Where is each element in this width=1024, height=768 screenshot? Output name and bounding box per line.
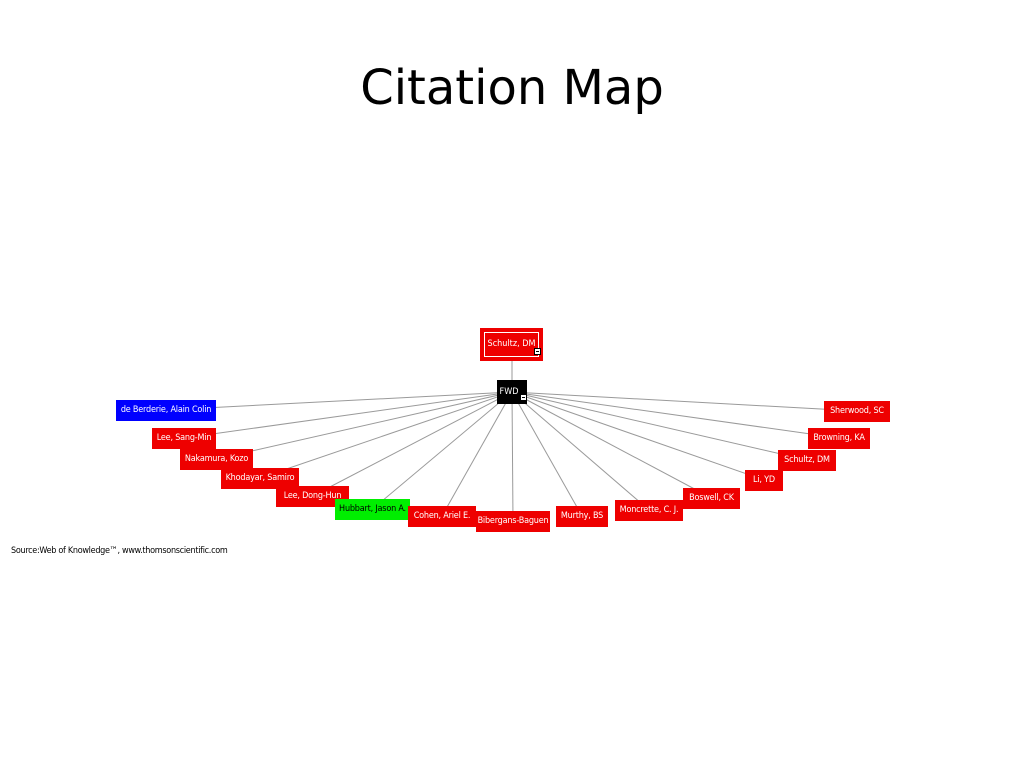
hub-node-label: FWD [499,387,519,397]
edge-hub-n12 [511,391,765,481]
hub-collapse-icon[interactable] [520,394,527,401]
edge-hub-n3 [216,391,513,460]
edge-hub-n5 [312,391,513,497]
root-node-label: Schultz, DM [484,332,539,357]
citation-node-n9[interactable]: Murthy, BS [556,506,608,527]
edge-hub-n11 [511,391,712,499]
citation-node-n3[interactable]: Nakamura, Kozo [180,449,253,470]
citation-node-n11[interactable]: Boswell, CK [683,488,740,509]
edge-hub-n14 [511,391,840,439]
citation-node-n1[interactable]: de Berderie, Alain Colin [116,400,216,421]
edge-hub-n8 [511,391,514,522]
citation-node-n6[interactable]: Hubbart, Jason A. [335,499,410,520]
citation-node-n5[interactable]: Lee, Dong-Hun [276,486,349,507]
hub-node[interactable]: FWD [497,380,527,404]
edge-hub-n2 [183,391,513,439]
root-collapse-icon[interactable] [534,348,541,355]
citation-node-n12[interactable]: Li, YD [745,470,783,491]
edge-group [165,391,858,522]
citation-node-n14[interactable]: Browning, KA [808,428,870,449]
slide-title: Citation Map [360,60,664,116]
root-node[interactable]: Schultz, DM [480,328,543,361]
edge-hub-n13 [511,391,808,461]
citation-node-n2[interactable]: Lee, Sang-Min [152,428,216,449]
citation-node-n13[interactable]: Schultz, DM [778,450,836,471]
edge-hub-n15 [511,391,858,412]
citation-node-n15[interactable]: Sherwood, SC [824,401,890,422]
citation-node-n8[interactable]: Bibergans-Baguen [476,511,550,532]
citation-node-n4[interactable]: Khodayar, Samiro [221,468,299,489]
edge-hub-n4 [259,391,513,479]
edge-hub-n6 [372,391,513,510]
citation-node-n10[interactable]: Moncrette, C. J. [615,500,683,521]
edge-hub-n1 [165,391,513,411]
source-note: Source:Web of Knowledge™, www.thomsonsci… [11,546,228,556]
edge-hub-n9 [511,391,583,517]
edge-hub-n10 [511,391,650,511]
edge-hub-n7 [441,391,513,517]
citation-node-n7[interactable]: Cohen, Ariel E. [408,506,476,527]
